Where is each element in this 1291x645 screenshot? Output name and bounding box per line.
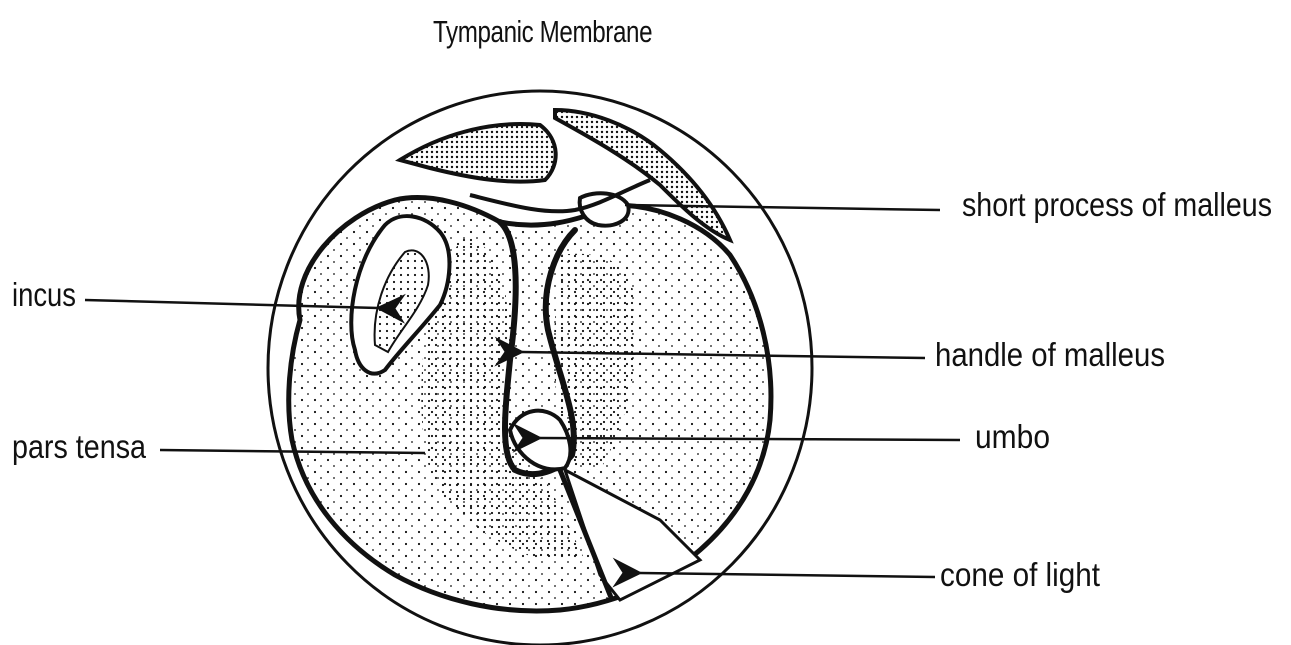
label-incus: incus <box>12 276 76 313</box>
label-umbo: umbo <box>975 418 1050 455</box>
short-process-knob <box>580 193 629 225</box>
leader-cone-of-light <box>640 573 935 577</box>
label-cone-of-light: cone of light <box>940 556 1100 593</box>
attic-left <box>400 124 556 182</box>
leader-short-process <box>625 205 940 210</box>
label-short-process: short process of malleus <box>962 186 1272 223</box>
label-pars-tensa: pars tensa <box>12 428 147 465</box>
label-handle-of-malleus: handle of malleus <box>935 336 1165 373</box>
